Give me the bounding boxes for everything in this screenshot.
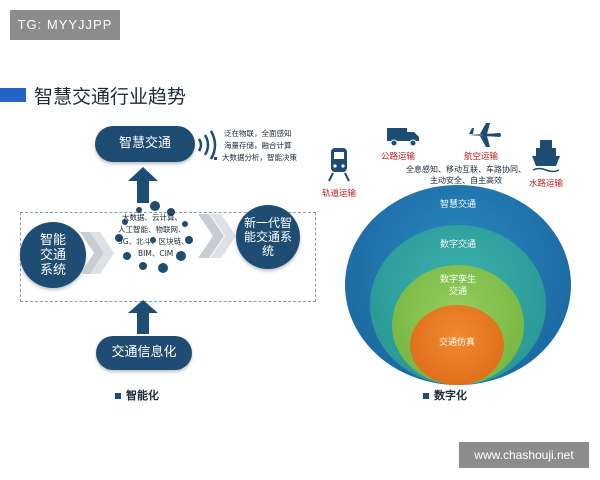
next-gen-system-node: 新一代智 能交通系 统 <box>236 205 300 269</box>
page-title: 智慧交通行业趋势 <box>34 86 187 108</box>
tech-dots-cluster-icon <box>115 201 193 273</box>
informatization-node: 交通信息化 <box>96 336 192 370</box>
technology-list: 大数据、云计算、 人工智能、物联网、 5G、北斗、区块链、 BIM、CIM <box>118 212 189 260</box>
smart-system-node: 智能 交通 系统 <box>20 222 86 288</box>
ring-traffic-simulation: 交通仿真 <box>410 305 504 385</box>
chevron-right-icon <box>80 232 114 274</box>
feature-text: 全息感知、移动互联、车路协同、 主动安全、自主高效 <box>406 165 526 185</box>
truck-icon <box>387 128 419 147</box>
title-accent-bar <box>0 88 26 102</box>
up-arrow-bottom-icon <box>128 300 158 334</box>
chevron-right-icon <box>198 214 236 258</box>
road-transport-label: 公路运输 <box>381 152 416 162</box>
airplane-icon <box>468 123 501 147</box>
perception-line-1: 泛在物联，全面感知 <box>224 129 292 138</box>
perception-text: 泛在物联，全面感知 海量存储，融合计算 大数据分析，智能决策 <box>214 128 297 164</box>
tech-line-1: 大数据、云计算、 <box>122 213 182 222</box>
train-icon <box>328 148 350 182</box>
smart-transport-node: 智慧交通 <box>95 126 195 162</box>
tech-line-2: 人工智能、物联网、 <box>118 225 186 234</box>
up-arrow-top-icon <box>128 167 158 203</box>
site-watermark: www.chashouji.net <box>459 442 589 468</box>
ship-icon <box>532 140 560 173</box>
water-transport-label: 水路运输 <box>529 179 564 189</box>
perception-line-2: 海量存储，融合计算 <box>224 141 292 150</box>
tech-line-4: BIM、CIM <box>138 249 174 258</box>
digitalization-label: 数字化 <box>423 387 467 403</box>
perception-line-3: 大数据分析，智能决策 <box>214 152 297 164</box>
rail-transport-label: 轨道运输 <box>322 189 357 199</box>
channel-badge: TG: MYYJJPP <box>10 10 120 40</box>
intelligence-label: 智能化 <box>115 387 159 403</box>
air-transport-label: 航空运输 <box>464 152 499 162</box>
tech-line-3: 5G、北斗、区块链、 <box>118 237 189 246</box>
signal-wave-icon <box>197 130 217 160</box>
